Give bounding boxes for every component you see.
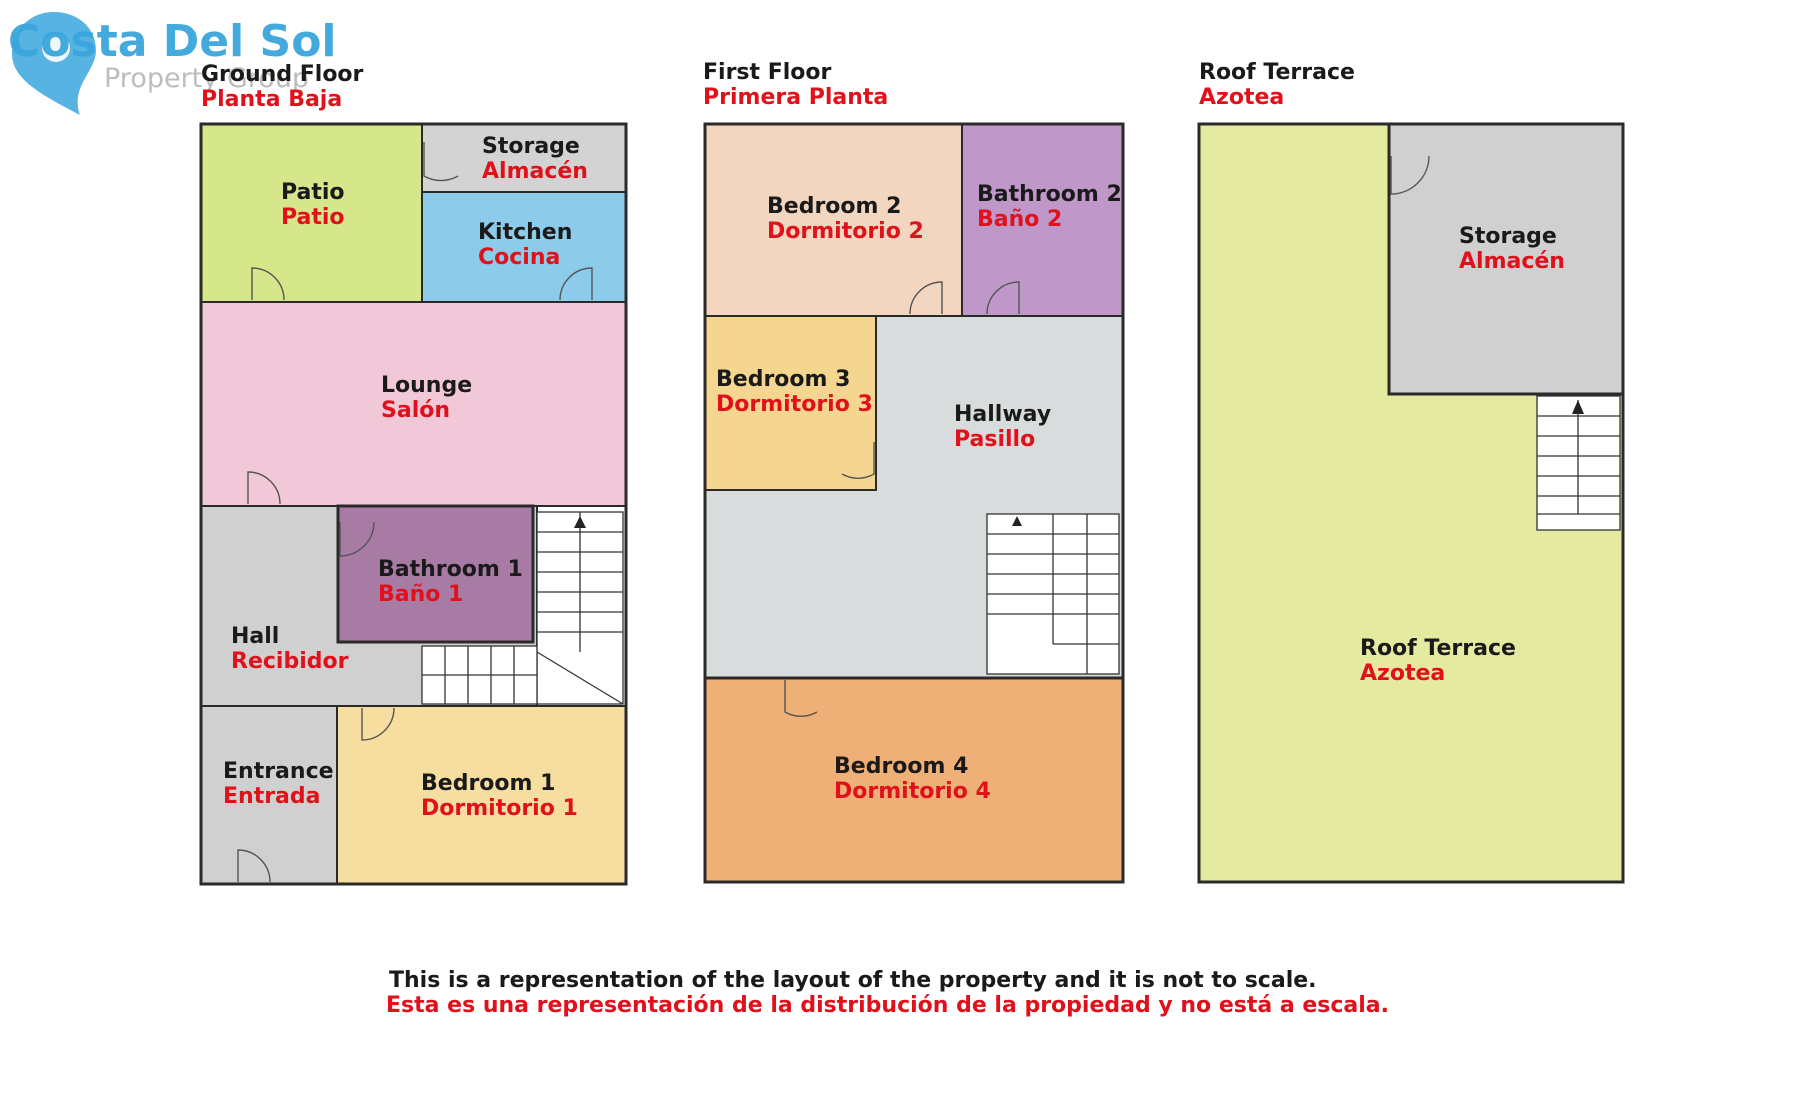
disclaimer: This is a representation of the layout o… [386,968,1389,1018]
label-storage: Storage [482,134,580,159]
label-bedroom-1: Bedroom 1 [421,771,555,796]
label-roof-storage: Storage [1459,224,1557,249]
stair-up-arrow-icon [574,516,586,528]
room-bedroom-3 [704,315,877,491]
room-entrance [200,705,338,885]
staircase [421,511,624,705]
label-hall: Hall [231,624,279,649]
first-floor-title: First Floor [703,60,831,85]
label-bathroom-1: Bathroom 1 [378,557,523,582]
label-bedroom-4-es: Dormitorio 4 [834,779,991,804]
label-hallway: Hallway [954,402,1051,427]
location-pin-icon [12,12,96,115]
first-floor-title-es: Primera Planta [703,85,888,110]
label-roof-terrace: Roof Terrace [1360,636,1516,661]
ground-floor-plan: Ground Floor Planta Baja [199,62,628,886]
room-bathroom-1 [336,504,535,644]
logo-tagline: Property Group [104,63,309,94]
label-bedroom-2: Bedroom 2 [767,194,901,219]
label-patio-es: Patio [281,205,345,230]
room-bedroom-2 [704,123,963,317]
label-bathroom-2: Bathroom 2 [977,182,1122,207]
label-lounge-es: Salón [381,398,450,423]
disclaimer-text-es: Esta es una representación de la distrib… [386,993,1389,1018]
roof-terrace-title: Roof Terrace [1199,60,1355,85]
label-roof-terrace-es: Azotea [1360,661,1445,686]
label-bedroom-4: Bedroom 4 [834,754,968,779]
door-icon [1390,155,1430,195]
first-floor-plan: First Floor Primera Planta [703,60,1125,884]
roof-terrace-title-es: Azotea [1199,85,1284,110]
label-bathroom-2-es: Baño 2 [977,207,1062,232]
logo-name: Costa Del Sol [8,16,337,67]
label-bedroom-1-es: Dormitorio 1 [421,796,578,821]
staircase [1536,395,1621,531]
label-hall-es: Recibidor [231,649,349,674]
door-icon [784,281,1020,717]
label-lounge: Lounge [381,373,472,398]
label-kitchen: Kitchen [478,220,572,245]
label-bathroom-1-es: Baño 1 [378,582,463,607]
label-entrance: Entrance [223,759,334,784]
disclaimer-text: This is a representation of the layout o… [389,968,1317,993]
brand-logo: Costa Del Sol Property Group [8,12,337,115]
label-bedroom-3: Bedroom 3 [716,367,850,392]
label-bedroom-2-es: Dormitorio 2 [767,219,924,244]
stair-up-arrow-icon [1012,516,1022,526]
label-storage-es: Almacén [482,159,588,184]
label-entrance-es: Entrada [223,784,321,809]
room-bedroom-4 [703,676,1125,884]
room-bathroom-2 [961,123,1124,317]
first-floor-outline [703,122,1125,884]
room-bedroom-1 [336,705,627,885]
label-hallway-es: Pasillo [954,427,1035,452]
door-icon [237,142,593,883]
label-patio: Patio [281,180,345,205]
stair-up-arrow-icon [1572,400,1584,414]
ground-floor-title-es: Planta Baja [201,87,342,112]
roof-terrace-plan: Roof Terrace Azotea Storage Almacén Roof… [1197,60,1625,884]
label-kitchen-es: Cocina [478,245,560,270]
ground-floor-title: Ground Floor [201,62,364,87]
label-bedroom-3-es: Dormitorio 3 [716,392,873,417]
staircase [986,513,1120,675]
roof-terrace-outline [1197,122,1625,884]
ground-floor-outline [199,122,628,886]
label-roof-storage-es: Almacén [1459,249,1565,274]
